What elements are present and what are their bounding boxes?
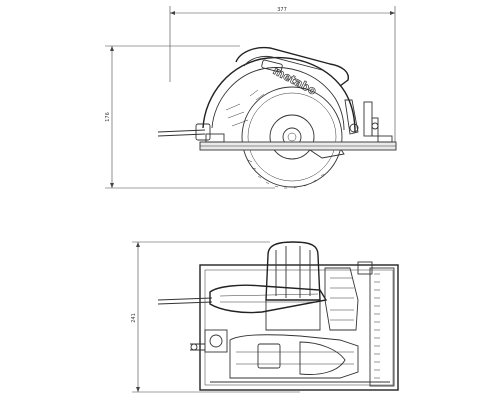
handle-top [209, 284, 328, 314]
length-dimension: 377 [169, 6, 396, 150]
trigger-switch [261, 59, 283, 73]
front-knob [349, 123, 359, 133]
width-dimension-label: 241 [131, 313, 137, 323]
brand-logo: metabo [271, 64, 319, 98]
height-dimension: 176 [105, 45, 275, 189]
motor-housing [265, 241, 321, 301]
power-cord-top [157, 297, 213, 301]
height-dimension-label: 176 [105, 112, 111, 122]
blade-guard-top [324, 267, 359, 331]
blade-housing-lower [229, 334, 359, 379]
upper-blade-guard [202, 56, 356, 133]
front-clamp [357, 261, 373, 275]
spindle-lock [257, 343, 281, 369]
saw-top-view [157, 241, 399, 391]
rear-knob-housing [204, 329, 228, 353]
front-bracket [363, 101, 373, 137]
power-cord [157, 129, 206, 133]
base-plate-top [199, 264, 399, 391]
width-dimension: 241 [131, 241, 300, 393]
rear-bracket [205, 133, 225, 143]
length-dimension-label: 377 [277, 7, 287, 13]
saw-blade [241, 86, 343, 188]
main-handle [235, 46, 349, 87]
blade-flange [269, 114, 315, 160]
depth-adjust [344, 99, 359, 135]
parallel-guide-scale [369, 267, 395, 387]
saw-side-view: metabo [157, 46, 397, 189]
